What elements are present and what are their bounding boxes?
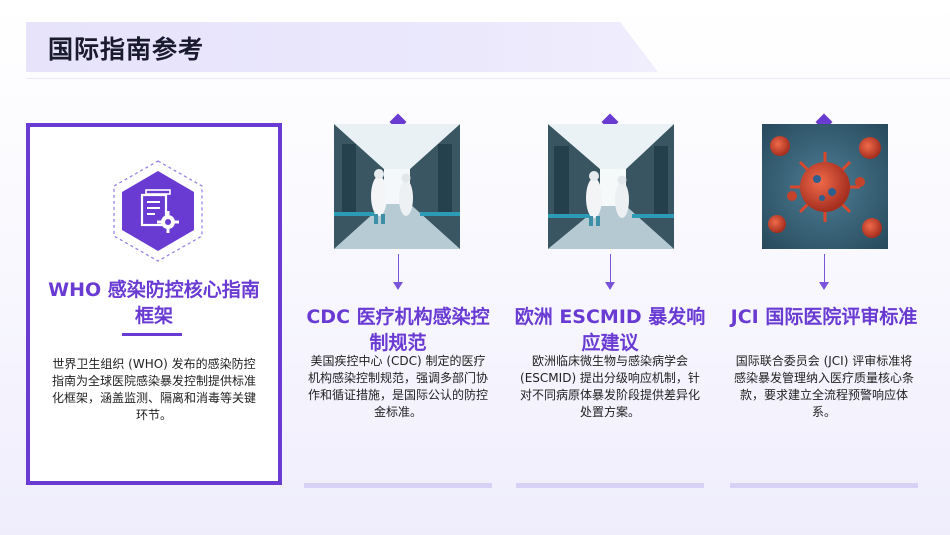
- hospital-corridor-photo: [548, 124, 674, 249]
- arrow-connector: [610, 254, 611, 284]
- card-title: JCI 国际医院评审标准: [730, 306, 918, 328]
- card-description: 美国疾控中心 (CDC) 制定的医疗机构感染控制规范，强调多部门协作和循证措施，…: [308, 354, 489, 419]
- arrow-down-icon: [605, 282, 615, 290]
- arrow-connector: [398, 254, 399, 284]
- arrow-down-icon: [819, 282, 829, 290]
- card-title: 欧洲 ESCMID 暴发响应建议: [514, 306, 706, 354]
- virus-particles-photo: [762, 124, 888, 249]
- hospital-corridor-photo: [334, 124, 460, 249]
- document-gear-icon: [110, 159, 206, 263]
- card-bottom-bar: [304, 483, 492, 488]
- card-description: 国际联合委员会 (JCI) 评审标准将感染暴发管理纳入医疗质量核心条款，要求建立…: [734, 354, 915, 419]
- title-underline: [122, 333, 182, 336]
- title-banner: [26, 22, 658, 72]
- card-who: WHO 感染防控核心指南框架 世界卫生组织 (WHO) 发布的感染防控指南为全球…: [26, 123, 282, 485]
- card-title: WHO 感染防控核心指南框架: [48, 279, 260, 327]
- card-title: CDC 医疗机构感染控制规范: [306, 306, 490, 354]
- arrow-connector: [824, 254, 825, 284]
- card-description: 世界卫生组织 (WHO) 发布的感染防控指南为全球医院感染暴发控制提供标准化框架…: [52, 357, 257, 422]
- card-escmid: 欧洲 ESCMID 暴发响应建议 欧洲临床微生物与感染病学会 (ESCMID) …: [510, 113, 710, 491]
- card-cdc: CDC 医疗机构感染控制规范 美国疾控中心 (CDC) 制定的医疗机构感染控制规…: [298, 113, 498, 491]
- card-bottom-bar: [730, 483, 918, 488]
- card-jci: JCI 国际医院评审标准 国际联合委员会 (JCI) 评审标准将感染暴发管理纳入…: [724, 113, 924, 491]
- title-divider: [26, 78, 950, 79]
- arrow-down-icon: [393, 282, 403, 290]
- card-bottom-bar: [516, 483, 704, 488]
- page-title: 国际指南参考: [48, 35, 205, 64]
- card-description: 欧洲临床微生物与感染病学会 (ESCMID) 提出分级响应机制，针对不同病原体暴…: [520, 354, 701, 419]
